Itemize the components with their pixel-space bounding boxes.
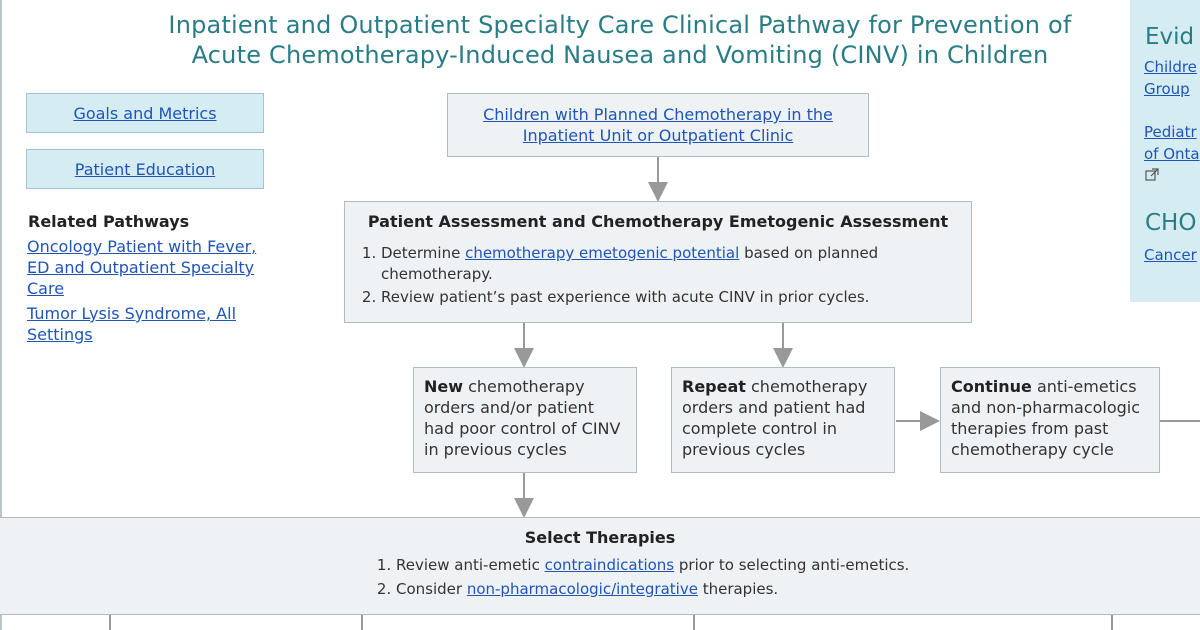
evidence-link-3[interactable]: Cancer [1144,246,1197,264]
left-border [0,0,2,630]
evidence-link-2[interactable]: Pediatr [1144,123,1197,141]
select-item-1-after: prior to selecting anti-emetics. [674,556,910,574]
page-title: Inpatient and Outpatient Specialty Care … [60,10,1180,70]
assessment-list: Determine chemotherapy emetogenic potent… [363,243,953,308]
continue-box: Continue anti-emetics and non-pharmacolo… [940,367,1160,473]
select-item-2-after: therapies. [697,580,779,598]
patient-education-link[interactable]: Patient Education [74,159,216,179]
related-link-oncology-fever[interactable]: Oncology Patient with Fever, ED and Outp… [27,237,257,298]
start-link-line-1[interactable]: Children with Planned Chemotherapy in th… [483,105,833,124]
repeat-text: chemotherapy orders and patient had comp… [682,377,868,459]
goals-metrics-link[interactable]: Goals and Metrics [73,103,217,123]
contraindications-link[interactable]: contraindications [544,556,675,574]
evidence-link-2b[interactable]: of Onta [1144,145,1200,163]
assessment-item-1: Determine chemotherapy emetogenic potent… [381,243,953,285]
assessment-heading: Patient Assessment and Chemotherapy Emet… [367,212,949,231]
related-pathways-heading: Related Pathways [28,212,190,231]
new-text: chemotherapy orders and/or patient had p… [424,377,621,459]
evidence-link-1b[interactable]: Group [1144,80,1190,98]
repeat-orders-box: Repeat chemotherapy orders and patient h… [671,367,895,473]
continue-text: anti-emetics and non-pharmacologic thera… [951,377,1141,459]
evidence-link-1[interactable]: Childre [1144,58,1197,76]
external-link-icon[interactable] [1145,168,1159,186]
goals-metrics-button[interactable]: Goals and Metrics [26,93,264,133]
emetogenic-potential-link[interactable]: chemotherapy emetogenic potential [465,244,740,262]
select-item-2: Consider non-pharmacologic/integrative t… [396,577,909,601]
patient-education-button[interactable]: Patient Education [26,149,264,189]
start-box[interactable]: Children with Planned Chemotherapy in th… [447,93,869,157]
new-bold: New [424,377,464,396]
related-link-tumor-lysis[interactable]: Tumor Lysis Syndrome, All Settings [27,304,237,344]
title-line-2: Acute Chemotherapy-Induced Nausea and Vo… [191,41,1049,69]
repeat-bold: Repeat [682,377,746,396]
select-therapies-band: Select Therapies Review anti-emetic cont… [0,517,1200,615]
cho-heading: CHO [1145,210,1197,236]
evidence-heading: Evid [1145,24,1195,50]
select-therapies-list: Review anti-emetic contraindications pri… [378,553,909,601]
select-item-2-before: Consider [396,580,467,598]
continue-bold: Continue [951,377,1032,396]
assessment-box: Patient Assessment and Chemotherapy Emet… [344,201,972,323]
assessment-item-1-before: Determine [381,244,466,262]
title-line-1: Inpatient and Outpatient Specialty Care … [168,11,1072,39]
select-therapies-heading: Select Therapies [524,528,676,547]
select-item-1-before: Review anti-emetic [396,556,545,574]
assessment-item-2: Review patient’s past experience with ac… [381,287,953,308]
non-pharmacologic-link[interactable]: non-pharmacologic/integrative [466,580,698,598]
start-link-line-2[interactable]: Inpatient Unit or Outpatient Clinic [522,126,794,145]
new-orders-box: New chemotherapy orders and/or patient h… [413,367,637,473]
assessment-item-1-after: based on planned chemotherapy. [381,244,879,283]
evidence-panel [1130,0,1200,302]
select-item-1: Review anti-emetic contraindications pri… [396,553,909,577]
